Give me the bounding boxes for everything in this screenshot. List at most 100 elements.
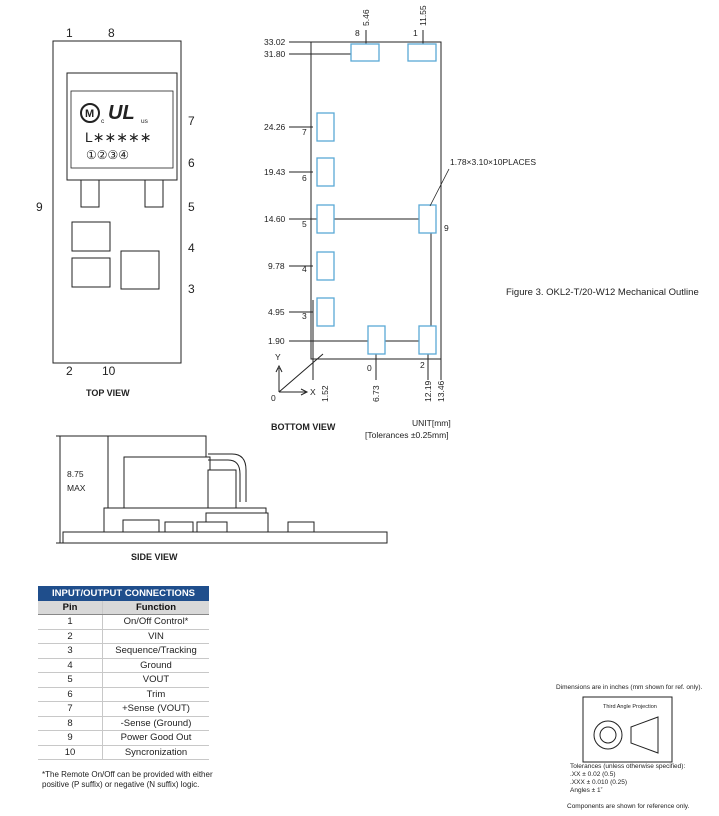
pin-cell: 7	[38, 701, 103, 717]
axis-origin-label: 0	[271, 393, 276, 403]
marking-codes: ①②③④	[86, 148, 129, 162]
pad-pin-6	[316, 157, 335, 187]
dim-x-6-73: 6.73	[371, 385, 381, 402]
function-cell: VIN	[102, 629, 209, 644]
pad-pin-9	[418, 204, 437, 234]
table-row: 7+Sense (VOUT)	[38, 701, 209, 717]
top-pin-2: 2	[66, 364, 73, 378]
bottom-pin-0: 0	[367, 363, 372, 373]
bottom-pin-3: 3	[302, 311, 307, 321]
table-row: 8-Sense (Ground)	[38, 716, 209, 731]
pin-cell: 6	[38, 687, 103, 702]
svg-text:M: M	[85, 108, 94, 120]
projection-box	[582, 696, 673, 763]
pad-pin-8	[350, 43, 380, 62]
bottom-pin-6: 6	[302, 173, 307, 183]
axis-x-label: X	[310, 387, 316, 397]
dim-x-13-46: 13.46	[436, 380, 446, 402]
dim-y-9-78: 9.78	[268, 261, 285, 271]
pad-pin-0	[367, 325, 386, 355]
cert-mark-us: us	[141, 118, 149, 125]
dim-y-31-80: 31.80	[264, 49, 286, 59]
function-cell: Syncronization	[102, 745, 209, 760]
function-cell: Sequence/Tracking	[102, 643, 209, 659]
bottom-pin-2: 2	[420, 360, 425, 370]
reference-note: Components are shown for reference only.	[567, 803, 690, 810]
dim-y-14-60: 14.60	[264, 214, 286, 224]
tolerance-xx: .XX ± 0.02 (0.5)	[570, 771, 615, 778]
cmi-logo: M	[80, 103, 100, 123]
bottom-view: 33.02 31.80 24.26 19.43 14.60 9.78 4.95 …	[264, 5, 536, 440]
pin-cell: 9	[38, 730, 103, 746]
pad-pin-2	[418, 325, 437, 355]
unit-label: UNIT[mm]	[412, 418, 451, 428]
io-table-title: INPUT/OUTPUT CONNECTIONS	[38, 586, 209, 601]
pin-cell: 10	[38, 745, 103, 760]
top-pin-3: 3	[188, 282, 195, 296]
side-view-component-block	[123, 456, 211, 509]
tolerance-angles: Angles ± 1˚	[570, 786, 603, 794]
top-view-pad-upper	[71, 221, 111, 252]
top-view-caption: TOP VIEW	[86, 388, 130, 398]
function-cell: -Sense (Ground)	[102, 716, 209, 731]
pad-pin-4	[316, 251, 335, 281]
pad-note-leader	[429, 168, 450, 207]
axis-y-label: Y	[275, 352, 281, 362]
xy-axis	[275, 353, 324, 396]
dim-x-1-52: 1.52	[320, 385, 330, 402]
side-height-max: MAX	[67, 483, 86, 493]
cert-mark-c: c	[101, 118, 105, 125]
bottom-pin-9: 9	[444, 223, 449, 233]
side-view-wire-loop	[208, 453, 247, 502]
dim-y-4-95: 4.95	[268, 307, 285, 317]
top-pin-1: 1	[66, 26, 73, 40]
dimensions-note: Dimensions are in inches (mm shown for r…	[556, 684, 702, 691]
top-pin-8: 8	[108, 26, 115, 40]
pin-cell: 4	[38, 658, 103, 673]
pad-pin-3	[316, 297, 335, 327]
function-cell: Ground	[102, 658, 209, 673]
top-view-pad-large	[120, 250, 160, 290]
side-height-value: 8.75	[67, 469, 84, 479]
bottom-pin-8: 8	[355, 28, 360, 38]
function-cell: VOUT	[102, 672, 209, 688]
top-view-pad-middle	[71, 257, 111, 288]
io-header-pin: Pin	[38, 601, 103, 615]
top-pin-4: 4	[188, 241, 195, 255]
dim-y-19-43: 19.43	[264, 167, 286, 177]
side-view-inductor	[207, 469, 237, 509]
function-cell: Power Good Out	[102, 730, 209, 746]
pad-pin-7	[316, 112, 335, 142]
dim-top-11-55: 11.55	[418, 5, 428, 26]
remote-onoff-footnote: *The Remote On/Off can be provided with …	[42, 770, 213, 789]
bottom-pin-4: 4	[302, 264, 307, 274]
pin-cell: 2	[38, 629, 103, 644]
figure-caption: Figure 3. OKL2-T/20-W12 Mechanical Outli…	[506, 287, 699, 298]
marking-series: L∗∗∗∗∗	[85, 129, 151, 145]
io-header-function: Function	[102, 601, 209, 615]
tolerance-label: [Tolerances ±0.25mm]	[365, 430, 449, 440]
side-view-caption: SIDE VIEW	[131, 552, 178, 562]
top-pin-6: 6	[188, 156, 195, 170]
dim-y-33-02: 33.02	[264, 37, 286, 47]
dim-x-12-19: 12.19	[423, 380, 433, 402]
tolerance-xxx: .XXX ± 0.010 (0.25)	[570, 779, 627, 786]
top-view: M c UL us L∗∗∗∗∗ ①②③④ 1 8 7 6 5 9 4 3 2 …	[36, 26, 195, 398]
pin-cell: 8	[38, 716, 103, 731]
pin-cell: 1	[38, 614, 103, 630]
side-view	[56, 435, 388, 544]
pad-pin-1	[407, 43, 437, 62]
function-cell: Trim	[102, 687, 209, 702]
top-pin-9: 9	[36, 200, 43, 214]
dim-y-1-90: 1.90	[268, 336, 285, 346]
tolerance-title: Tolerances (unless otherwise specified):	[570, 763, 685, 770]
projection-label: Third Angle Projection	[603, 704, 657, 710]
